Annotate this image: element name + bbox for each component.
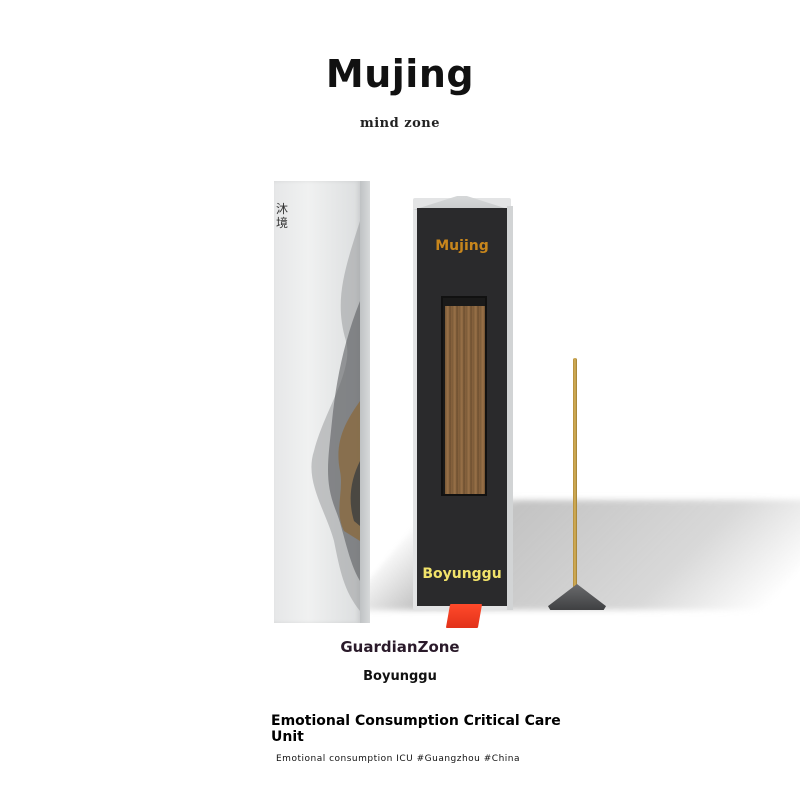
- heading-text: Emotional Consumption Critical Care Unit: [271, 713, 561, 745]
- mountain-artwork: [311, 221, 360, 611]
- red-pull-tab: [445, 604, 483, 628]
- center-box-side: [507, 206, 513, 610]
- left-box-side: [360, 181, 370, 623]
- box-label-bottom: Boyunggu: [422, 566, 502, 582]
- guardian-label: GuardianZone: [340, 638, 460, 656]
- brand-mark: 沐境: [276, 202, 289, 230]
- incense-stick: [573, 358, 577, 592]
- incense-sticks: [445, 306, 485, 494]
- brand-label: Boyunggu: [363, 669, 437, 684]
- box-label-top: Mujing: [435, 238, 489, 254]
- incense-window: [441, 296, 487, 496]
- caption-text: Emotional consumption ICU #Guangzhou #Ch…: [276, 754, 520, 764]
- brand-title: Mujing: [325, 52, 475, 96]
- brand-subtitle: mind zone: [359, 116, 441, 131]
- left-box: [274, 181, 360, 623]
